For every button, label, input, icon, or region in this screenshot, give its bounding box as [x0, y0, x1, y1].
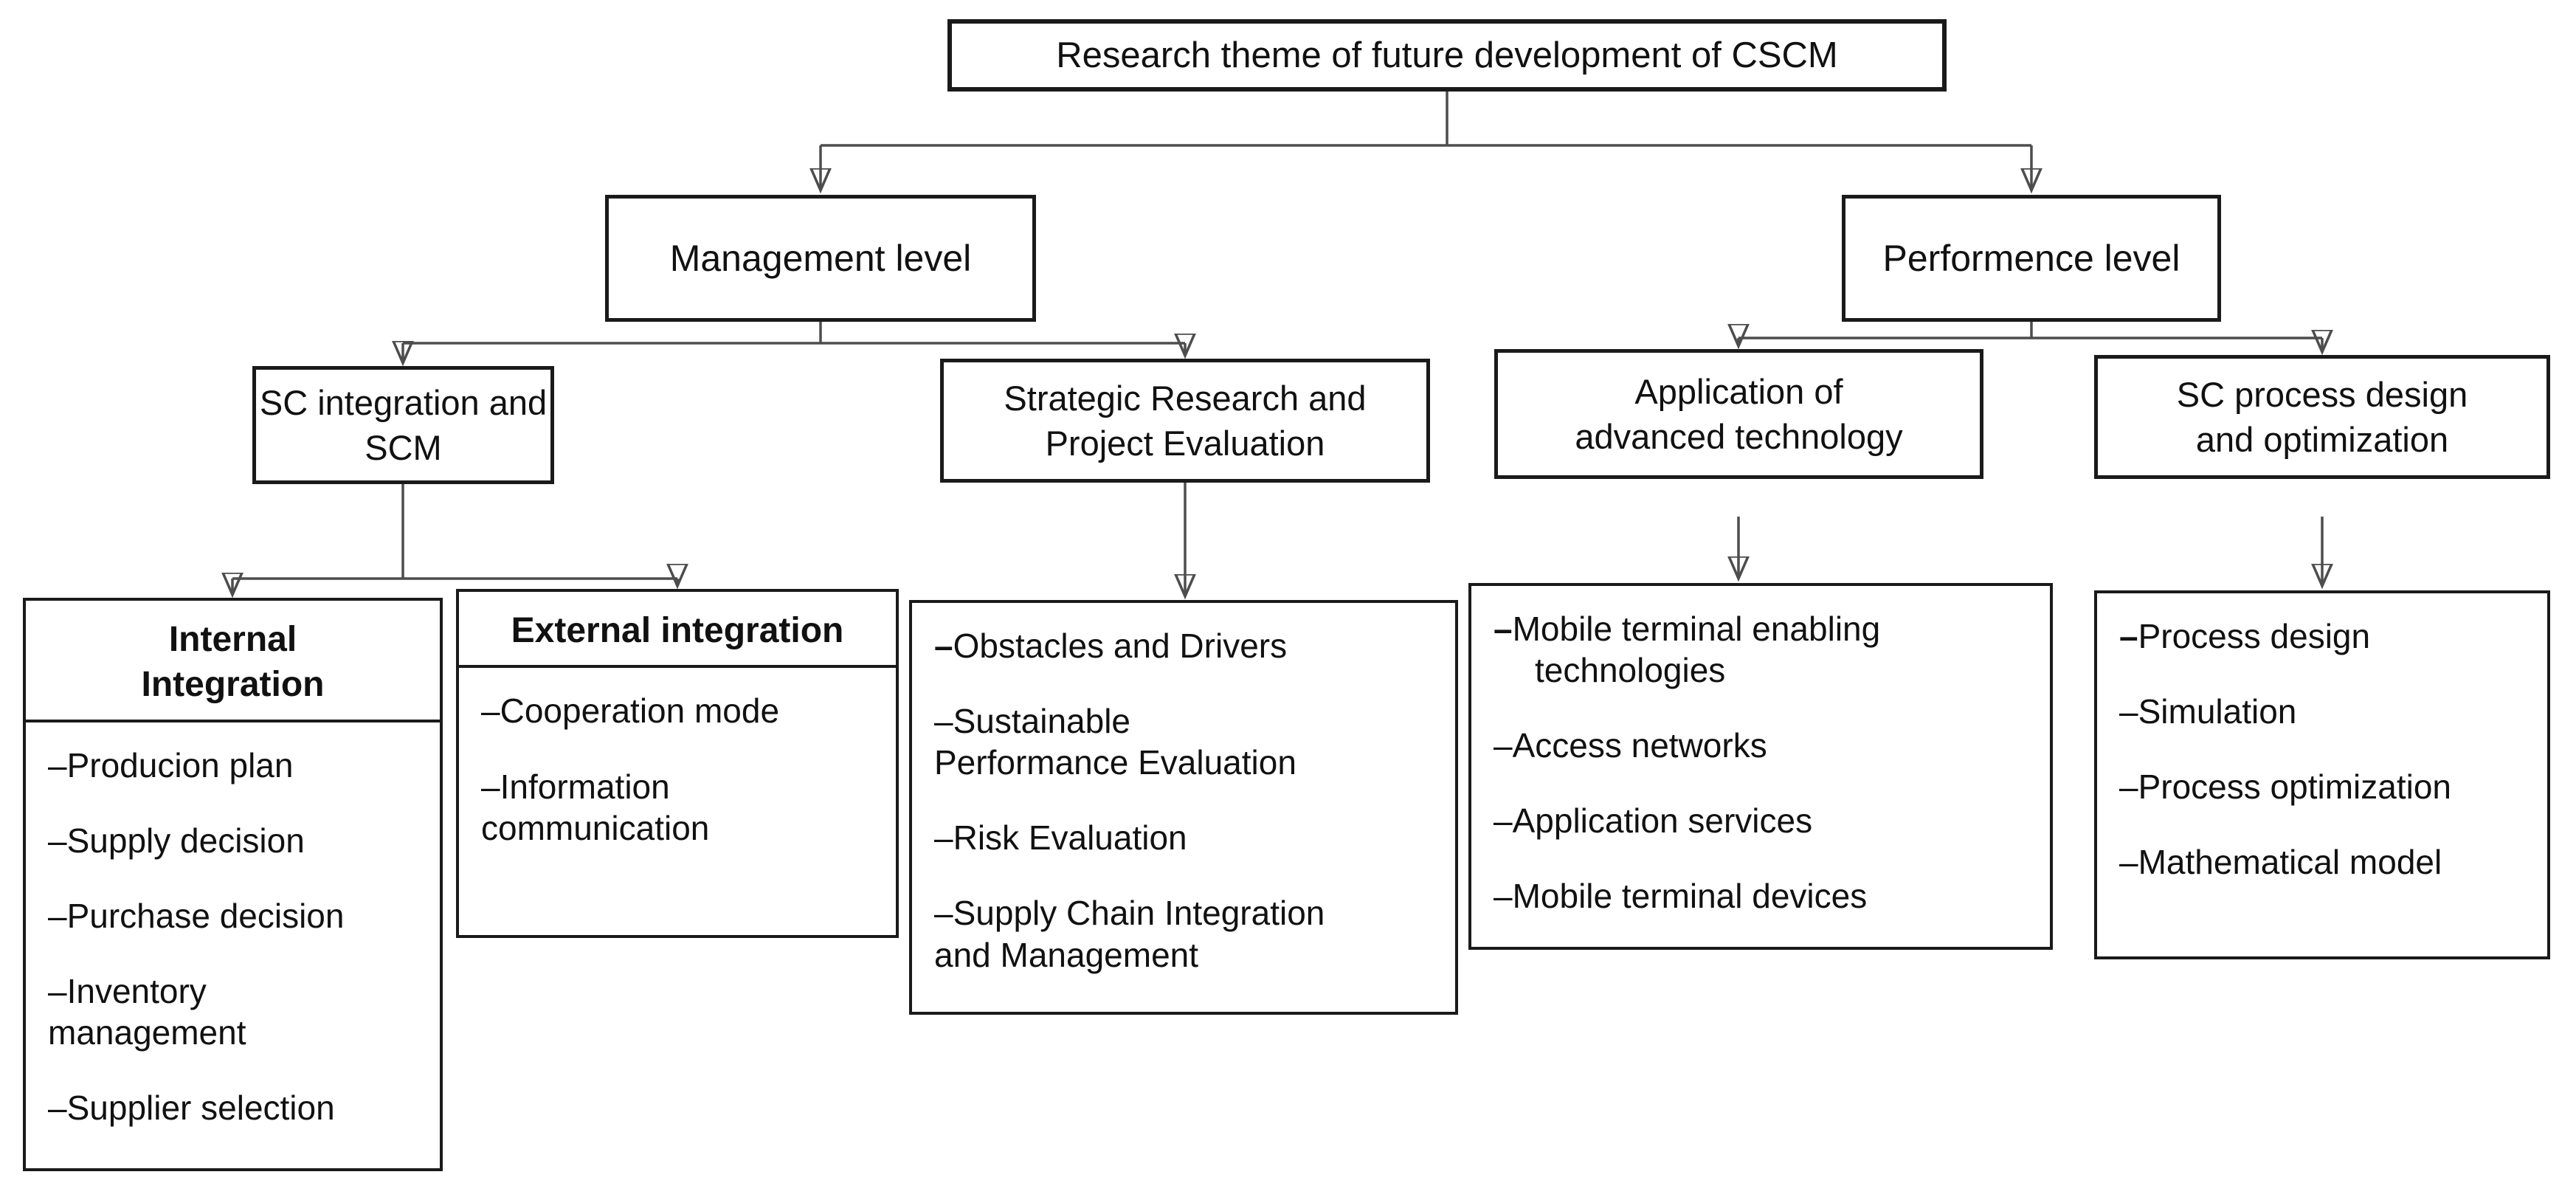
application-technology-box: Application of advanced technology: [1494, 349, 1983, 479]
list-item-text: Supplier selection: [66, 1089, 335, 1128]
dash: –: [934, 894, 953, 933]
dash: –: [2119, 768, 2138, 807]
strategic-research-list: –Obstacles and Drivers –Sustainable Perf…: [912, 603, 1455, 990]
list-item: –Obstacles and Drivers: [934, 625, 1442, 666]
application-technology-list: –Mobile terminal enabling technologies –…: [1471, 586, 2050, 932]
application-technology-panel: –Mobile terminal enabling technologies –…: [1468, 583, 2053, 950]
list-item-text: Mobile terminal devices: [1512, 877, 1868, 916]
sc-integration-label: SC integration and SCM: [259, 382, 548, 467]
dash: –: [481, 767, 500, 806]
list-item: –Inventory management: [48, 970, 427, 1053]
strategic-research-panel: –Obstacles and Drivers –Sustainable Perf…: [909, 600, 1458, 1015]
list-item: –Access networks: [1494, 725, 2037, 766]
list-item: –Process optimization: [2119, 766, 2534, 807]
dash: –: [48, 897, 67, 936]
performence-level-label: Performence level: [1882, 238, 2180, 279]
dash: –: [48, 745, 67, 784]
list-item-text: Mathematical model: [2138, 843, 2442, 882]
management-level-label: Management level: [669, 238, 972, 279]
list-item-text: Supply decision: [66, 821, 305, 860]
root-label: Research theme of future development of …: [1056, 35, 1838, 75]
dash: –: [934, 627, 953, 665]
list-item-text: Application services: [1512, 801, 1813, 841]
management-level-box: Management level: [605, 195, 1036, 322]
list-item-text: Cooperation mode: [500, 691, 780, 731]
list-item: –Mathematical model: [2119, 841, 2534, 883]
list-item: –Supplier selection: [48, 1087, 427, 1128]
sc-process-label: SC process design and optimization: [2176, 374, 2468, 459]
list-item-text: Access networks: [1512, 726, 1767, 765]
list-item: –Mobile terminal enabling technologies: [1494, 608, 2037, 691]
dash: –: [2119, 617, 2138, 655]
list-item-text: Simulation: [2138, 692, 2297, 731]
list-item: –Producion plan: [48, 745, 427, 786]
external-integration-panel: External integration –Cooperation mode –…: [456, 589, 899, 938]
internal-integration-panel: Internal Integration –Producion plan –Su…: [23, 598, 443, 1171]
root-box: Research theme of future development of …: [947, 19, 1947, 92]
list-item: –Simulation: [2119, 691, 2534, 732]
list-item-text: Obstacles and Drivers: [953, 627, 1288, 665]
list-item-text: Risk Evaluation: [953, 818, 1187, 858]
list-item-text: Producion plan: [66, 745, 294, 784]
dash: –: [481, 691, 500, 731]
list-item: –Application services: [1494, 800, 2037, 841]
dash: –: [1494, 877, 1513, 916]
list-item: –Purchase decision: [48, 895, 427, 937]
strategic-research-label: Strategic Research and Project Evaluatio…: [1004, 378, 1367, 463]
sc-process-box: SC process design and optimization: [2094, 355, 2550, 479]
list-item: –Supply Chain Integration and Management: [934, 892, 1442, 975]
sc-integration-box: SC integration and SCM: [252, 366, 554, 484]
dash: –: [934, 818, 953, 858]
external-integration-header: External integration: [459, 592, 896, 669]
list-item: –Process design: [2119, 615, 2534, 657]
strategic-research-box: Strategic Research and Project Evaluatio…: [940, 359, 1430, 483]
list-item-text: Supply Chain Integration and Management: [934, 894, 1325, 974]
list-item: –Cooperation mode: [481, 690, 883, 731]
list-item-text: Purchase decision: [66, 897, 345, 936]
application-technology-label: Application of advanced technology: [1575, 371, 1903, 456]
list-item: –Mobile terminal devices: [1494, 875, 2037, 917]
sc-process-list: –Process design –Simulation –Process opt…: [2097, 593, 2547, 897]
dash: –: [2119, 692, 2138, 731]
dash: –: [1494, 610, 1513, 648]
dash: –: [48, 1089, 67, 1128]
dash: –: [934, 702, 953, 741]
list-item: –Supply decision: [48, 820, 427, 861]
list-item-text: Inventory management: [48, 972, 246, 1052]
list-item-text: Process optimization: [2138, 768, 2451, 807]
list-item: –Sustainable Performance Evaluation: [934, 700, 1442, 783]
list-item-text: Information communication: [481, 767, 710, 847]
dash: –: [1494, 801, 1513, 841]
list-item-text: Process design: [2138, 617, 2371, 655]
external-integration-list: –Cooperation mode –Information communica…: [459, 668, 896, 863]
list-item-text: Sustainable Performance Evaluation: [934, 702, 1296, 782]
sc-process-panel: –Process design –Simulation –Process opt…: [2094, 590, 2550, 959]
dash: –: [48, 972, 67, 1011]
internal-integration-list: –Producion plan –Supply decision –Purcha…: [26, 722, 440, 1144]
list-item: –Information communication: [481, 766, 883, 849]
dash: –: [48, 821, 67, 860]
internal-integration-header: Internal Integration: [26, 601, 440, 722]
dash: –: [2119, 843, 2138, 882]
list-item: –Risk Evaluation: [934, 817, 1442, 858]
performence-level-box: Performence level: [1842, 195, 2221, 322]
dash: –: [1494, 726, 1513, 765]
list-item-text: Mobile terminal enabling technologies: [1512, 610, 1881, 690]
